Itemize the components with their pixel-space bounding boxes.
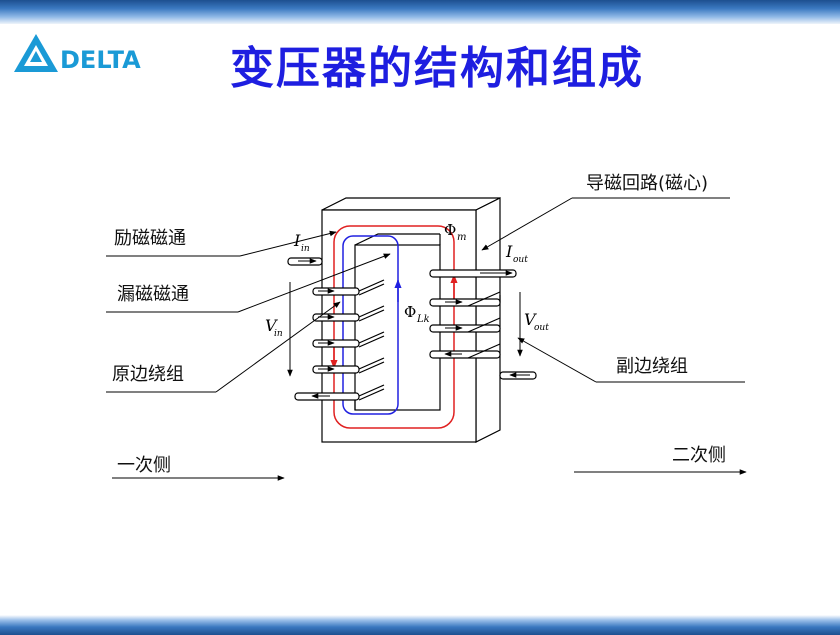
label-secondary-side: 二次侧 bbox=[672, 445, 726, 466]
delta-logo: DELTA bbox=[12, 30, 142, 78]
i-in-symbol: I bbox=[293, 231, 301, 250]
label-excitation-flux: 励磁磁通 bbox=[114, 228, 186, 249]
label-core-path: 导磁回路(磁心) bbox=[586, 173, 709, 194]
core-top-face bbox=[321, 197, 501, 211]
primary-coil bbox=[287, 257, 385, 401]
i-out-subscript: out bbox=[513, 255, 528, 265]
label-primary-winding: 原边绕组 bbox=[112, 364, 184, 385]
v-out-subscript: out bbox=[534, 323, 549, 333]
top-decorative-band bbox=[0, 0, 840, 24]
v-out-symbol: V bbox=[524, 310, 537, 329]
leader-lines bbox=[106, 197, 747, 481]
label-primary-side: 一次侧 bbox=[117, 455, 171, 476]
i-in-subscript: in bbox=[301, 244, 310, 254]
phi-m-subscript: m bbox=[457, 232, 466, 243]
label-secondary-winding: 副边绕组 bbox=[616, 356, 688, 377]
logo-text: DELTA bbox=[60, 46, 141, 74]
v-in-subscript: in bbox=[274, 329, 283, 339]
phi-m-symbol: Φ bbox=[444, 221, 456, 239]
i-out-symbol: I bbox=[505, 242, 513, 261]
page-title: 变压器的结构和组成 bbox=[230, 43, 644, 94]
phi-lk-symbol: Φ bbox=[404, 303, 416, 321]
v-in-symbol: V bbox=[265, 316, 278, 335]
label-leakage-flux: 漏磁磁通 bbox=[117, 284, 189, 305]
phi-lk-subscript: Lk bbox=[416, 314, 430, 325]
leakage-flux-loop bbox=[342, 235, 399, 415]
bottom-decorative-band bbox=[0, 615, 840, 635]
